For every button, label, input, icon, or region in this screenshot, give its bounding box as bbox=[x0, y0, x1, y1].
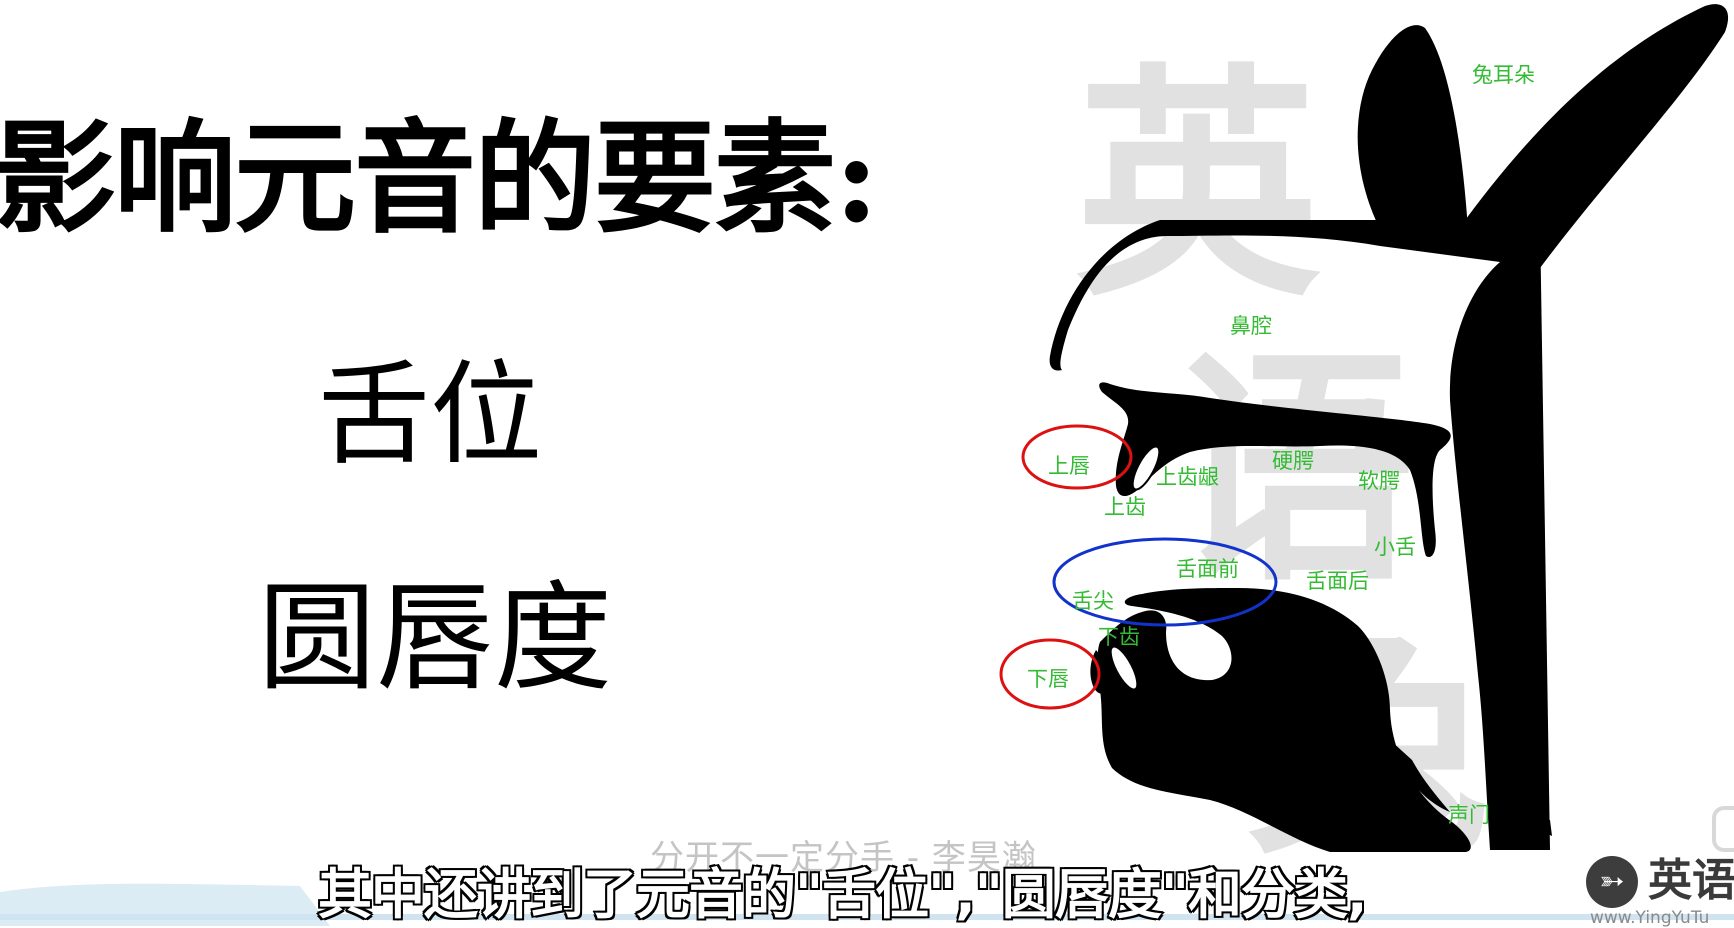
label-uvula: 小舌 bbox=[1374, 535, 1416, 559]
watermark-char: 英 bbox=[1075, 41, 1320, 329]
upper-lip-circle bbox=[1021, 424, 1133, 490]
watermark-char: 语 bbox=[1170, 326, 1415, 614]
epiglottis-curl bbox=[1390, 740, 1450, 812]
rabbit-logo-icon: ➳ bbox=[1586, 856, 1638, 908]
logo-url: www.YingYuTu bbox=[1590, 908, 1710, 928]
label-soft-palate: 软腭 bbox=[1358, 469, 1400, 493]
label-glottis: 声门 bbox=[1448, 803, 1490, 827]
tongue-surface-circle bbox=[1052, 537, 1278, 627]
left-rabbit-ear bbox=[1357, 25, 1468, 230]
label-upper-teeth: 上齿 bbox=[1104, 495, 1146, 519]
label-tongue-tip: 舌尖 bbox=[1072, 589, 1114, 613]
label-nasal-cavity: 鼻腔 bbox=[1230, 314, 1272, 338]
upper-tooth bbox=[1131, 445, 1161, 491]
label-lower-lip: 下唇 bbox=[1027, 667, 1069, 691]
lower-lip-circle bbox=[999, 638, 1101, 710]
label-lower-teeth: 下齿 bbox=[1098, 625, 1140, 649]
label-rabbit-ear: 兔耳朵 bbox=[1472, 63, 1535, 87]
logo-text: 英语 bbox=[1648, 855, 1734, 906]
label-upper-lip: 上唇 bbox=[1048, 454, 1090, 478]
nasal-floor-and-upper-lip bbox=[1099, 382, 1451, 557]
label-hard-palate: 硬腭 bbox=[1272, 449, 1314, 473]
bracket-icon bbox=[1712, 806, 1734, 852]
lower-tooth bbox=[1109, 645, 1139, 691]
slide-title: 影响元音的要素: bbox=[0, 106, 879, 250]
channel-logo: ➳ 英语 www.YingYuTu bbox=[1582, 852, 1734, 928]
factor-tongue-position: 舌位 bbox=[318, 350, 542, 480]
rabbit-head-silhouette bbox=[1049, 4, 1729, 852]
right-rabbit-ear bbox=[1458, 4, 1729, 269]
factor-lip-rounding: 圆唇度 bbox=[258, 569, 613, 707]
label-alveolar-ridge: 上齿龈 bbox=[1156, 465, 1219, 489]
label-tongue-back: 舌面后 bbox=[1306, 569, 1369, 593]
label-tongue-front: 舌面前 bbox=[1176, 557, 1239, 581]
video-subtitle: 其中还讲到了元音的"舌位","圆唇度"和分类, bbox=[317, 862, 1370, 928]
tongue-and-jaw bbox=[1097, 588, 1471, 852]
song-credit-caption: 分开不一定分手 - 李昊瀚 bbox=[650, 838, 1037, 878]
glottis-hook bbox=[1518, 780, 1552, 836]
nose-bridge-and-back-of-head bbox=[1049, 220, 1550, 850]
water-strip bbox=[0, 883, 1734, 926]
